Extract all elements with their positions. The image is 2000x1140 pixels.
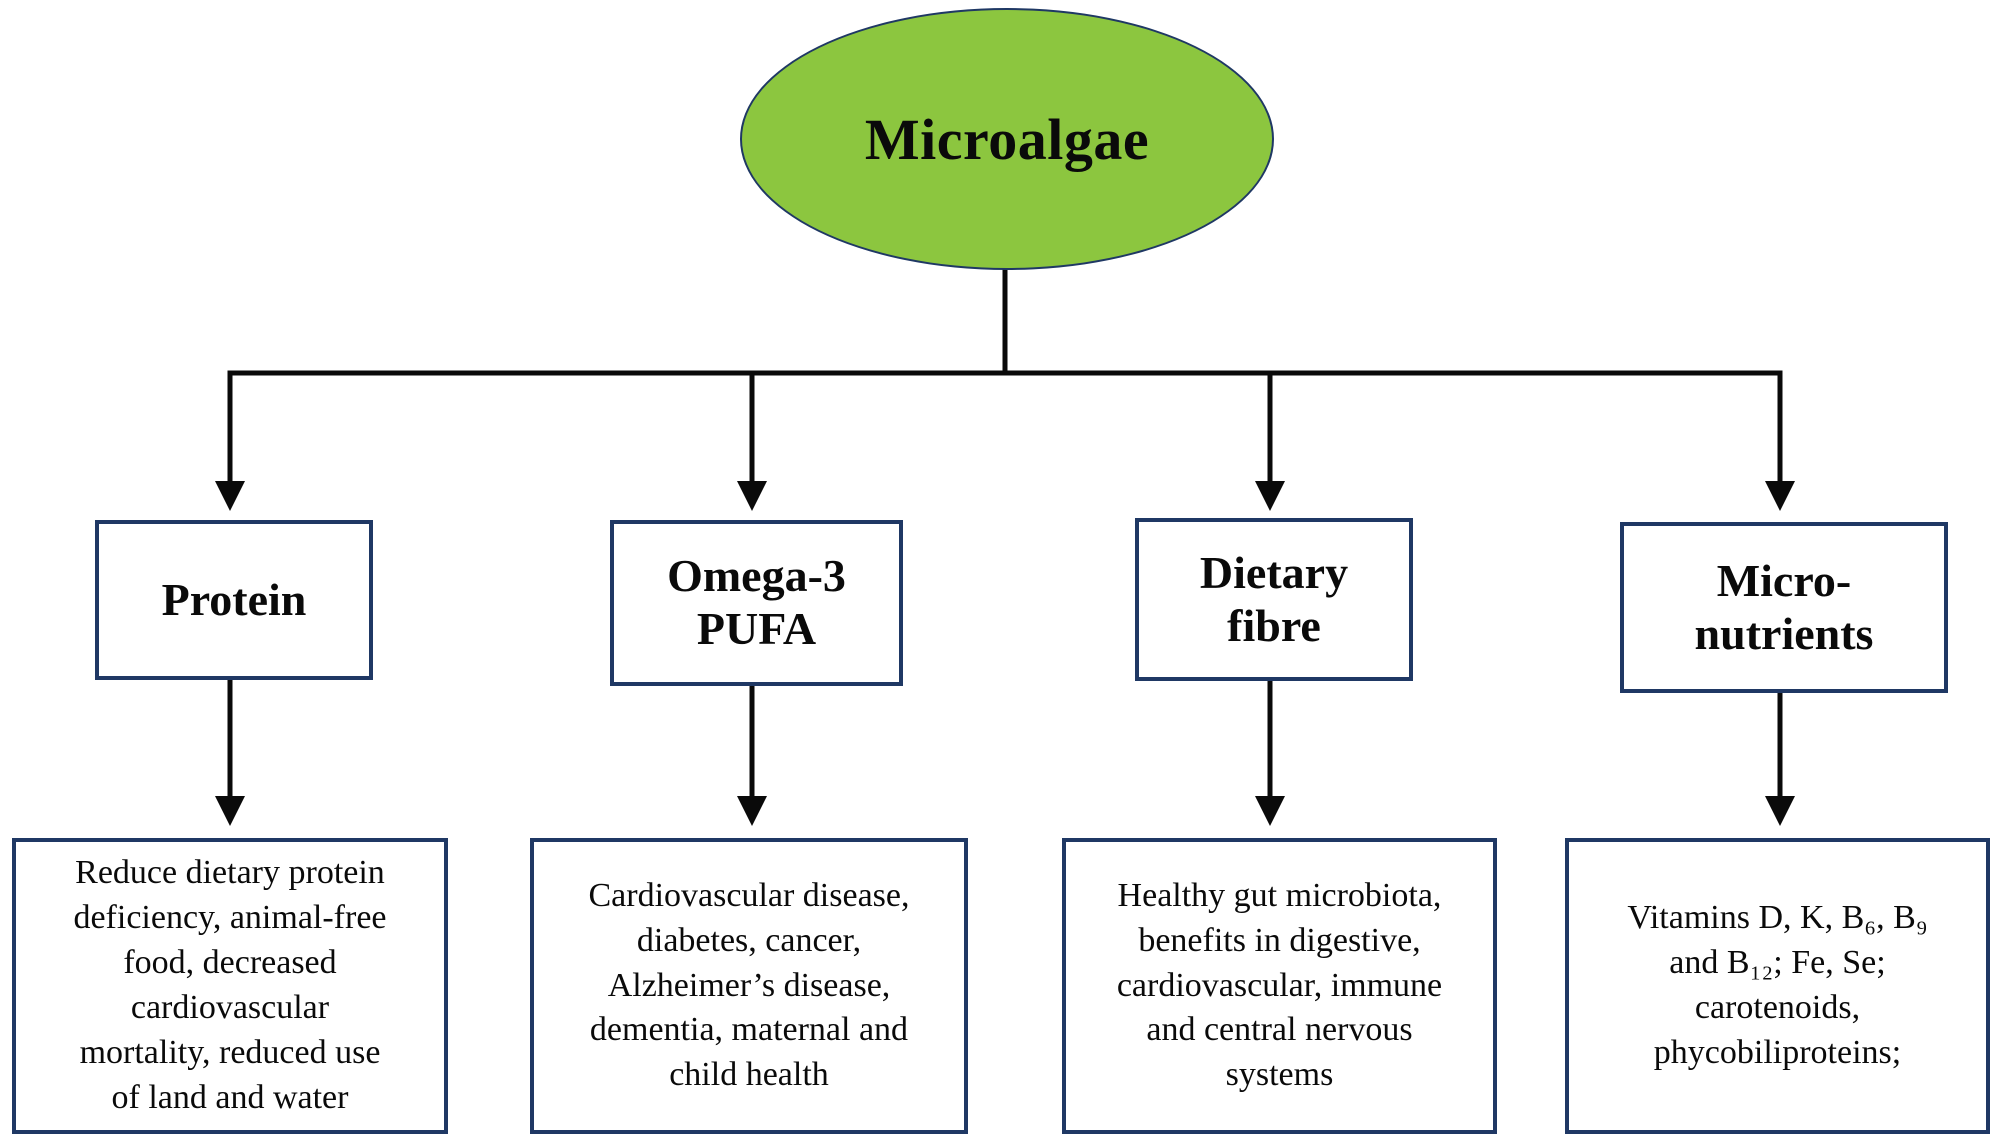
description-box-omega3-pufa: Cardiovascular disease, diabetes, cancer… bbox=[530, 838, 968, 1134]
description-box-protein: Reduce dietary protein deficiency, anima… bbox=[12, 838, 448, 1134]
description-text-dietary-fibre: Healthy gut microbiota, benefits in dige… bbox=[1116, 876, 1443, 1094]
description-text-protein: Reduce dietary protein deficiency, anima… bbox=[73, 854, 387, 1116]
description-box-micronutrients: Vitamins D, K, B₆, B₉ and B₁₂; Fe, Se; c… bbox=[1565, 838, 1990, 1134]
category-label-omega3-pufa: Omega-3 PUFA bbox=[667, 550, 846, 654]
description-text-omega3-pufa: Cardiovascular disease, diabetes, cancer… bbox=[588, 876, 910, 1094]
category-box-micronutrients: Micro- nutrients bbox=[1620, 522, 1948, 693]
category-box-protein: Protein bbox=[95, 520, 373, 680]
category-label-protein: Protein bbox=[161, 573, 307, 625]
description-box-dietary-fibre: Healthy gut microbiota, benefits in dige… bbox=[1062, 838, 1497, 1134]
root-node-microalgae: Microalgae bbox=[740, 8, 1274, 270]
category-box-dietary-fibre: Dietary fibre bbox=[1135, 518, 1413, 681]
category-label-dietary-fibre: Dietary fibre bbox=[1199, 546, 1349, 651]
category-box-omega3-pufa: Omega-3 PUFA bbox=[610, 520, 903, 686]
category-label-micronutrients: Micro- nutrients bbox=[1694, 554, 1874, 659]
description-text-micronutrients: Vitamins D, K, B₆, B₉ and B₁₂; Fe, Se; c… bbox=[1627, 899, 1928, 1071]
root-node-label: Microalgae bbox=[864, 106, 1150, 172]
